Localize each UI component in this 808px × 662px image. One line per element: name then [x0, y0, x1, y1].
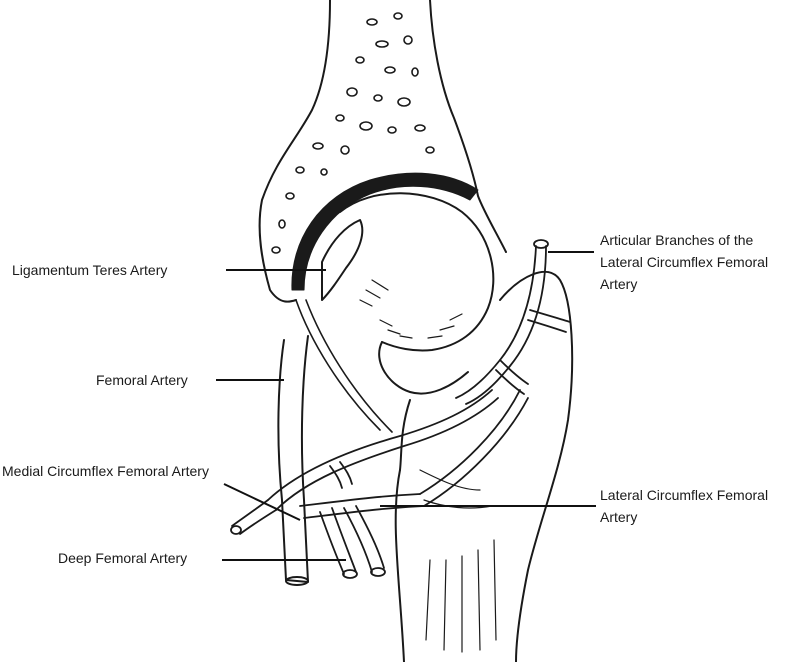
label-ligamentum-teres-artery: Ligamentum Teres Artery — [12, 262, 168, 278]
ligamentum-teres — [321, 219, 364, 301]
label-lateral-line-2: Artery — [600, 509, 638, 525]
joint-capsule — [295, 299, 393, 433]
leader-lines — [216, 251, 596, 561]
femoral-artery — [277, 335, 309, 586]
femoral-head — [339, 192, 495, 352]
femur — [378, 270, 574, 662]
label-articular-line-2: Lateral Circumflex Femoral — [600, 254, 769, 270]
label-lateral-line-1: Lateral Circumflex Femoral — [600, 487, 769, 503]
label-deep-femoral-artery: Deep Femoral Artery — [58, 550, 188, 566]
articular-branches — [455, 239, 571, 405]
lateral-circumflex-femoral-artery — [299, 389, 529, 519]
deep-femoral-artery — [319, 505, 386, 579]
acetabular-cartilage — [291, 172, 479, 291]
label-articular-line-3: Artery — [600, 276, 638, 292]
leader-medial-circumflex — [223, 483, 301, 521]
medial-circumflex-femoral-artery — [230, 389, 499, 535]
label-femoral-artery: Femoral Artery — [96, 372, 188, 388]
label-articular-branches: Articular Branches of the Lateral Circum… — [600, 229, 768, 295]
label-medial-circumflex-femoral-artery: Medial Circumflex Femoral Artery — [2, 463, 209, 479]
label-lateral-circumflex-femoral-artery: Lateral Circumflex Femoral Artery — [600, 484, 768, 528]
pelvic-bone — [258, 0, 507, 303]
label-articular-line-1: Articular Branches of the — [600, 232, 754, 248]
